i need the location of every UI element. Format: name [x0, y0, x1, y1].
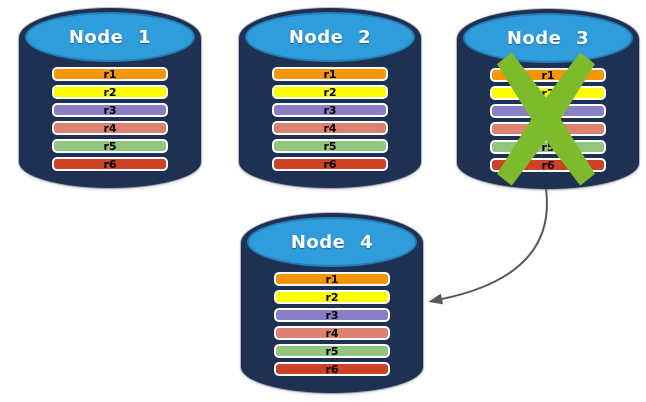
node-2-replica-list: r1 r2 r3 r4 r5 r6	[272, 67, 388, 175]
node-3-cylinder-top: Node 3	[463, 13, 633, 63]
node-3-cylinder: Node 3 r1 r2 r3 r4 r5 r6	[457, 9, 639, 189]
node-4-cylinder: Node 4 r1 r2 r3 r4 r5 r6	[241, 213, 423, 393]
replica-bar-r6: r6	[272, 157, 388, 171]
node-3-title: Node 3	[506, 27, 590, 49]
replica-bar-r4: r4	[272, 121, 388, 135]
node-2-title: Node 2	[288, 26, 372, 48]
node-2-cylinder: Node 2 r1 r2 r3 r4 r5 r6	[239, 8, 421, 188]
replica-bar-r2: r2	[272, 85, 388, 99]
replica-bar-r1: r1	[52, 67, 168, 81]
failure-cross-icon	[497, 52, 595, 186]
replica-bar-r3: r3	[52, 103, 168, 117]
node-1-cylinder-top: Node 1	[25, 12, 195, 62]
replica-bar-r5: r5	[272, 139, 388, 153]
node-1-title: Node 1	[68, 26, 152, 48]
node-1-cylinder: Node 1 r1 r2 r3 r4 r5 r6	[19, 8, 201, 188]
replica-bar-r4: r4	[274, 326, 390, 340]
replica-bar-r4: r4	[52, 121, 168, 135]
node-4-replica-list: r1 r2 r3 r4 r5 r6	[274, 272, 390, 380]
replica-bar-r3: r3	[274, 308, 390, 322]
replica-bar-r5: r5	[274, 344, 390, 358]
node-1-replica-list: r1 r2 r3 r4 r5 r6	[52, 67, 168, 175]
node-2-cylinder-top: Node 2	[245, 12, 415, 62]
replica-bar-r1: r1	[274, 272, 390, 286]
replica-bar-r1: r1	[272, 67, 388, 81]
node-4-title: Node 4	[290, 231, 374, 253]
replica-bar-r2: r2	[52, 85, 168, 99]
replication-arrow	[428, 188, 548, 305]
replica-bar-r6: r6	[274, 362, 390, 376]
replica-bar-r2: r2	[274, 290, 390, 304]
node-4-cylinder-top: Node 4	[247, 217, 417, 267]
replica-bar-r3: r3	[272, 103, 388, 117]
replica-bar-r6: r6	[52, 157, 168, 171]
replica-bar-r5: r5	[52, 139, 168, 153]
